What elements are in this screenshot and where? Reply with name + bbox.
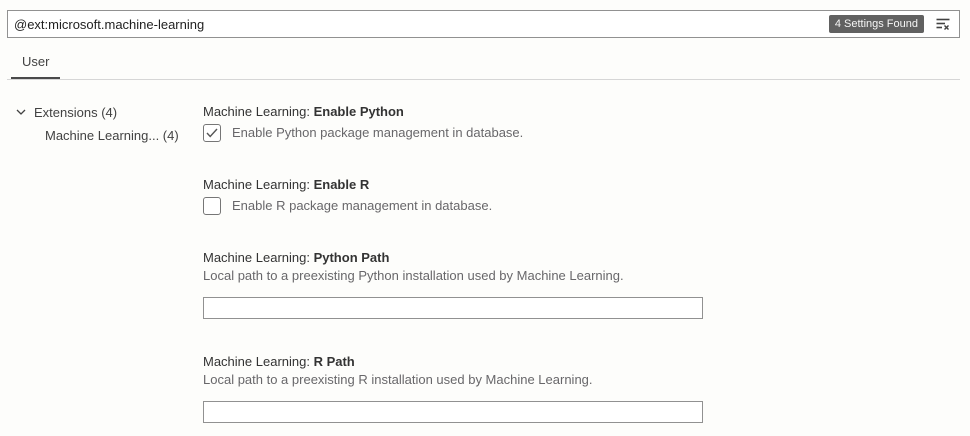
setting-description: Local path to a preexisting Python insta… xyxy=(203,268,624,283)
settings-count-badge: 4 Settings Found xyxy=(828,15,924,33)
checkbox-enable-python[interactable] xyxy=(203,124,221,142)
setting-enable-r: Machine Learning: Enable R Enable R packa… xyxy=(203,176,960,215)
setting-category: Machine Learning: xyxy=(203,250,314,265)
setting-category: Machine Learning: xyxy=(203,177,314,192)
tab-user[interactable]: User xyxy=(11,52,61,79)
search-input[interactable] xyxy=(14,16,829,32)
setting-description: Enable R package management in database. xyxy=(232,198,493,213)
input-r-path[interactable] xyxy=(203,401,703,423)
chevron-down-icon xyxy=(13,104,29,120)
checkbox-enable-r[interactable] xyxy=(203,197,221,215)
settings-scope-tabbar: User xyxy=(7,52,960,80)
setting-name: Python Path xyxy=(313,250,390,265)
checkmark-icon xyxy=(206,128,218,138)
settings-search-bar: 4 Settings Found xyxy=(7,10,960,38)
setting-title: Machine Learning: Enable Python xyxy=(203,103,960,121)
toc-item-label: Extensions (4) xyxy=(34,104,118,120)
input-python-path[interactable] xyxy=(203,297,703,319)
clear-filter-icon[interactable] xyxy=(932,13,954,35)
setting-name: Enable R xyxy=(313,177,370,192)
settings-toc: Extensions (4) Machine Learning... (4) xyxy=(7,80,203,147)
setting-category: Machine Learning: xyxy=(203,104,314,119)
setting-title: Machine Learning: Python Path xyxy=(203,249,960,267)
setting-name: Enable Python xyxy=(313,104,404,119)
setting-title: Machine Learning: R Path xyxy=(203,353,960,371)
setting-title: Machine Learning: Enable R xyxy=(203,176,960,194)
toc-item-machine-learning[interactable]: Machine Learning... (4) xyxy=(45,128,179,143)
setting-name: R Path xyxy=(313,354,355,369)
toc-item-extensions[interactable]: Extensions (4) xyxy=(7,101,203,123)
setting-description: Local path to a preexisting R installati… xyxy=(203,372,593,387)
setting-category: Machine Learning: xyxy=(203,354,314,369)
setting-description: Enable Python package management in data… xyxy=(232,125,524,140)
